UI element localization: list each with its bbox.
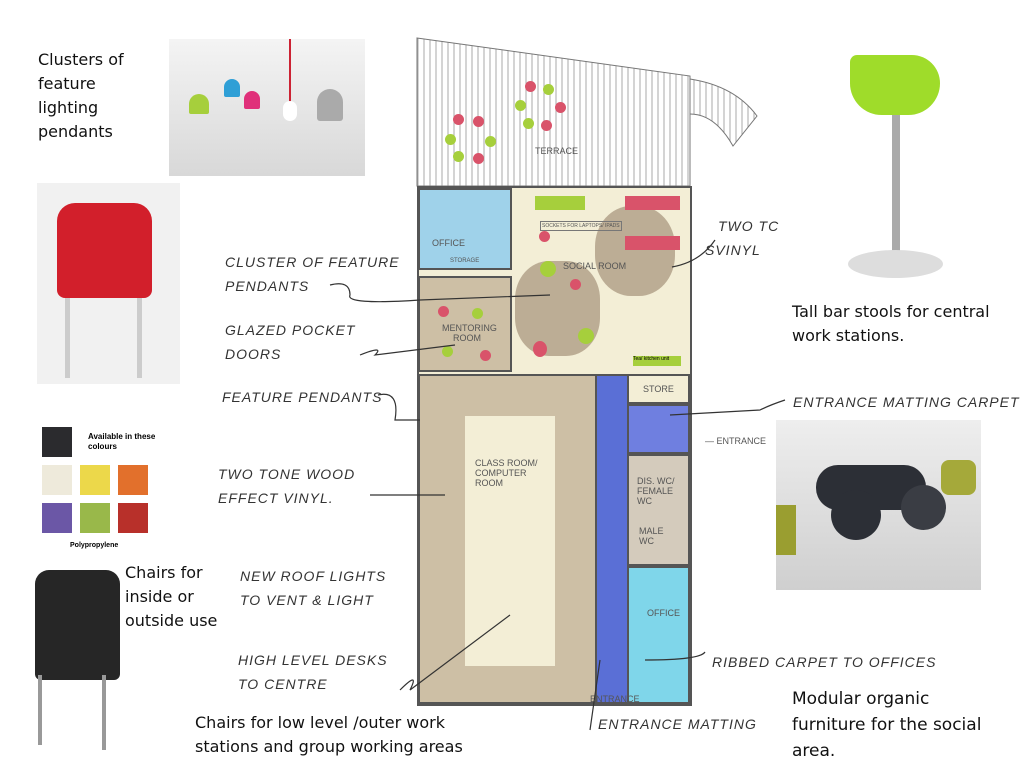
room-classroom: Class room/ computer room bbox=[418, 374, 598, 704]
inside-outside-caption: Chairs for inside or outside use bbox=[125, 563, 218, 630]
storage-label: Storage bbox=[450, 258, 480, 264]
sockets-note: sockets for laptops/ ipads bbox=[540, 221, 622, 231]
swatch-black bbox=[42, 427, 72, 457]
swatch-green bbox=[80, 503, 110, 533]
swatch-orange bbox=[118, 465, 148, 495]
lobby-matting bbox=[627, 404, 690, 454]
kitchen-unit: Tea/ kitchen unit bbox=[633, 356, 681, 366]
annotation-glazed: Glazed pocket doors bbox=[225, 322, 356, 362]
room-wc: Dis. WC/ female WC Male WC bbox=[627, 454, 690, 566]
black-chair-photo bbox=[30, 565, 152, 750]
annotation-two-tone: Two tone wood effect vinyl. bbox=[218, 466, 356, 506]
swatch-material: Polypropylene bbox=[70, 542, 119, 549]
annotation-entrance-matting-carpet: Entrance matting carpet bbox=[793, 394, 1020, 410]
modular-furniture-photo bbox=[776, 420, 981, 590]
annotation-ribbed-carpet: Ribbed carpet to offices bbox=[712, 654, 937, 670]
office-label: Office bbox=[432, 238, 465, 248]
annotation-svinyl: Svinyl bbox=[705, 242, 761, 258]
room-office-2: Office bbox=[627, 566, 690, 704]
annotation-two-tc: Two tc bbox=[718, 218, 780, 234]
annotation-roof-lights: New roof lights to vent & light bbox=[240, 568, 387, 608]
classroom-label: Class room/ computer room bbox=[475, 458, 538, 488]
annotation-cluster: Cluster of feature pendants bbox=[225, 254, 400, 294]
male-wc-label: Male WC bbox=[639, 526, 664, 546]
social-rug-2 bbox=[595, 206, 675, 296]
red-chair-photo bbox=[37, 183, 180, 384]
corridor-matting bbox=[595, 374, 629, 704]
pendants-caption: Clusters of feature lighting pendants bbox=[38, 50, 124, 141]
swatch-title: Available in these colours bbox=[88, 432, 156, 451]
bar-stool-photo bbox=[840, 45, 950, 285]
swatch-red bbox=[118, 503, 148, 533]
annotation-feature-pendants: Feature pendants bbox=[222, 389, 383, 405]
room-store: Store bbox=[627, 374, 690, 404]
office-2-label: Office bbox=[647, 608, 680, 618]
swatch-purple bbox=[42, 503, 72, 533]
red-sofa-2 bbox=[625, 236, 680, 250]
low-level-caption: Chairs for low level /outer work station… bbox=[195, 713, 463, 756]
modular-caption: Modular organic furniture for the social… bbox=[792, 689, 982, 761]
entrance-bottom-label: Entrance bbox=[590, 694, 640, 704]
room-mentoring: Mentoring room bbox=[418, 276, 512, 372]
plan-outline bbox=[416, 37, 758, 187]
wc-label: Dis. WC/ female WC bbox=[637, 476, 675, 506]
red-sofa bbox=[625, 196, 680, 210]
green-sofa bbox=[535, 196, 585, 210]
social-room-label: Social room bbox=[563, 261, 627, 271]
swatch-yellow bbox=[80, 465, 110, 495]
terrace-label: Terrace bbox=[535, 146, 579, 156]
bar-stools-caption: Tall bar stools for central work station… bbox=[792, 302, 990, 345]
store-label: Store bbox=[643, 384, 674, 394]
annotation-high-desks: High level desks to centre bbox=[238, 652, 388, 692]
swatch-cream bbox=[42, 465, 72, 495]
floor-plan: Terrace OfficeStorage Mentoring room Soc… bbox=[415, 36, 775, 708]
mentoring-label: Mentoring room bbox=[442, 323, 497, 343]
pendant-lights-photo bbox=[169, 39, 365, 176]
entrance-side-label: — Entrance bbox=[705, 436, 767, 446]
annotation-entrance-matting: Entrance matting bbox=[598, 716, 757, 732]
room-office: OfficeStorage bbox=[418, 188, 512, 270]
